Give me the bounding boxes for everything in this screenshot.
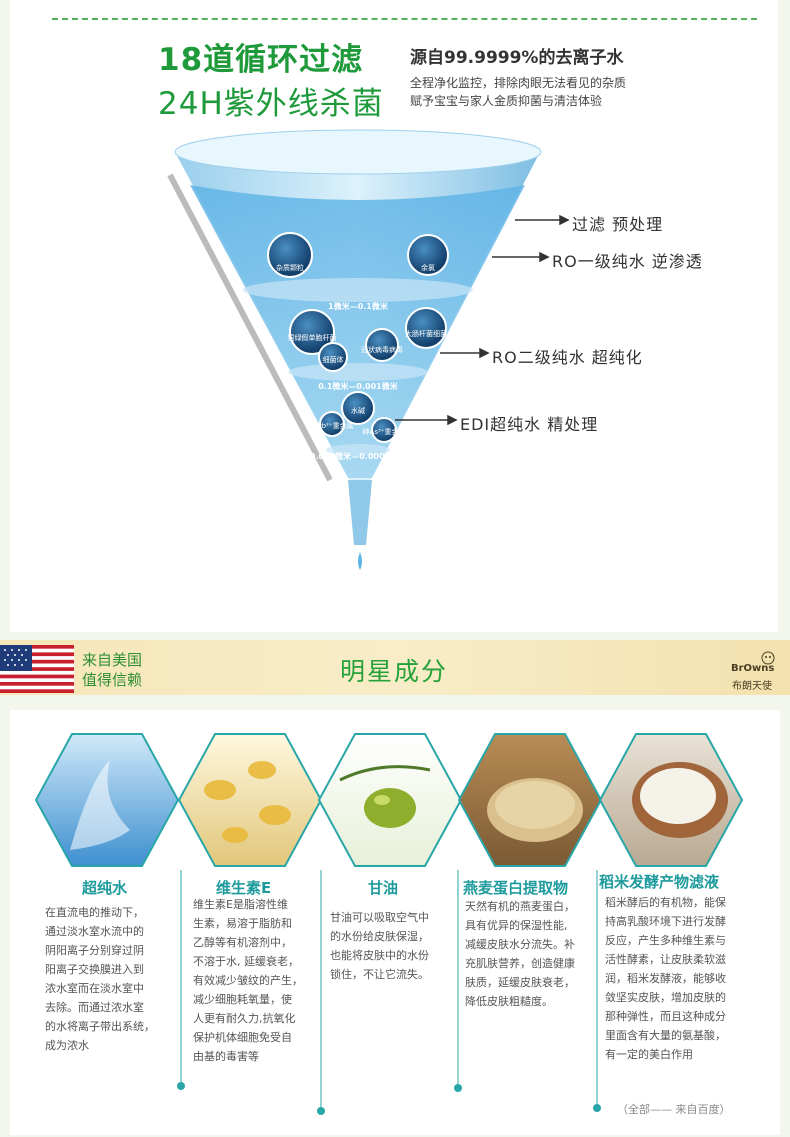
ingredient-title-vitamin-e: 维生素E — [216, 879, 272, 897]
stage-pretreatment: 过滤 预处理 — [572, 215, 664, 234]
stage-ro2: RO二级纯水 超纯化 — [492, 348, 643, 367]
us-flag-icon — [0, 645, 74, 693]
column-dividers — [180, 870, 598, 1108]
contaminant-bubbles — [267, 232, 449, 443]
svg-text:0.001微米—0.0001微米: 0.001微米—0.0001微米 — [310, 451, 407, 461]
brand-name-cn: 布朗天使 — [732, 681, 772, 692]
stage-edi: EDI超纯水 精处理 — [460, 415, 599, 434]
svg-text:水碱: 水碱 — [351, 406, 365, 415]
oats-image — [457, 733, 603, 867]
stage-ro1: RO一级纯水 逆渗透 — [552, 252, 703, 271]
origin-line-2: 值得信赖 — [82, 671, 143, 689]
filter-layer-1 — [243, 278, 473, 302]
water-drop — [358, 552, 362, 570]
rice-image — [598, 733, 744, 867]
ingredient-title-oat: 燕麦蛋白提取物 — [463, 879, 569, 897]
bubble-labels: 杂质颗粒 余氯 铜绿假单胞杆菌 大肠杆菌细菌 冠状病毒病毒 细菌体 水碱 铅Pb… — [276, 263, 447, 436]
svg-text:0.1微米—0.001微米: 0.1微米—0.001微米 — [318, 381, 398, 391]
funnel-spout — [348, 480, 372, 545]
ingredient-desc-oat: 天然有机的燕麦蛋白，具有优异的保湿性能, 减缓皮肤水分流失。补充肌肤营养，创造健… — [465, 900, 575, 1008]
svg-text:铅Pb²⁺重金属: 铅Pb²⁺重金属 — [310, 421, 353, 430]
svg-text:铜绿假单胞杆菌: 铜绿假单胞杆菌 — [288, 333, 337, 342]
subtitle: 源自99.9999%的去离子水 — [410, 48, 624, 68]
brand-logo — [761, 651, 775, 665]
vitamin-e-image — [177, 733, 323, 867]
ingredient-desc-water: 在直流电的推动下，通过淡水室水流中的 阴阳离子分别穿过阴阳离子交换膜进入到 浓水… — [45, 906, 155, 1052]
feature-banner — [0, 640, 790, 695]
water-splash-image — [34, 733, 180, 867]
source-note: （全部—— 来自百度） — [617, 1103, 731, 1116]
ingredient-title-water: 超纯水 — [82, 879, 128, 897]
brand-name-en: BrOwns — [731, 663, 775, 674]
svg-text:1微米—0.1微米: 1微米—0.1微米 — [328, 301, 389, 311]
svg-text:大肠杆菌细菌: 大肠杆菌细菌 — [405, 329, 447, 338]
ingredient-desc-glycerin: 甘油可以吸取空气中的水份给皮肤保湿， 也能将皮肤中的水份锁住，不让它流失。 — [330, 911, 429, 981]
ingredient-desc-rice: 稻米酵后的有机物，能保持高乳酸环境下进行发酵 反应，产生多种维生素与活性酵素，让… — [605, 896, 726, 1061]
column-markers — [177, 1082, 601, 1115]
svg-text:冠状病毒病毒: 冠状病毒病毒 — [361, 345, 403, 354]
ingredient-title-rice: 稻米发酵产物滤液 — [599, 873, 720, 891]
stage-arrows — [395, 214, 570, 426]
ingredient-desc-vitamin-e: 维生素E是脂溶性维生素，易溶于脂肪和 乙醇等有机溶剂中，不溶于水, 延缓衰老， … — [193, 898, 303, 1063]
filter-layer-3 — [326, 444, 390, 456]
funnel-illustration: 杂质颗粒 余氯 铜绿假单胞杆菌 大肠杆菌细菌 冠状病毒病毒 细菌体 水碱 铅Pb… — [167, 129, 570, 570]
description-line-2: 赋予宝宝与家人金质抑菌与清洁体验 — [410, 94, 603, 108]
banner-title: 明星成分 — [340, 657, 449, 686]
funnel-rim — [174, 129, 542, 175]
svg-text:砷As³⁺重金属: 砷As³⁺重金属 — [363, 427, 406, 436]
ruler — [167, 173, 333, 482]
layer-labels: 1微米—0.1微米 0.1微米—0.001微米 0.001微米—0.0001微米 — [310, 301, 407, 461]
dashed-divider — [52, 18, 757, 20]
svg-text:余氯: 余氯 — [421, 263, 435, 272]
svg-text:细菌体: 细菌体 — [323, 355, 344, 364]
svg-text:杂质颗粒: 杂质颗粒 — [276, 263, 304, 272]
headline-18-filter: 18道循环过滤 — [158, 42, 364, 78]
description-line-1: 全程净化监控，排除肉眼无法看见的杂质 — [410, 76, 627, 90]
origin-line-1: 来自美国 — [82, 651, 143, 669]
origin-note: 来自美国 值得信赖 — [82, 650, 142, 690]
ingredient-title-glycerin: 甘油 — [368, 879, 399, 897]
headline-uv: 24H紫外线杀菌 — [158, 86, 384, 122]
olive-image — [317, 733, 463, 867]
